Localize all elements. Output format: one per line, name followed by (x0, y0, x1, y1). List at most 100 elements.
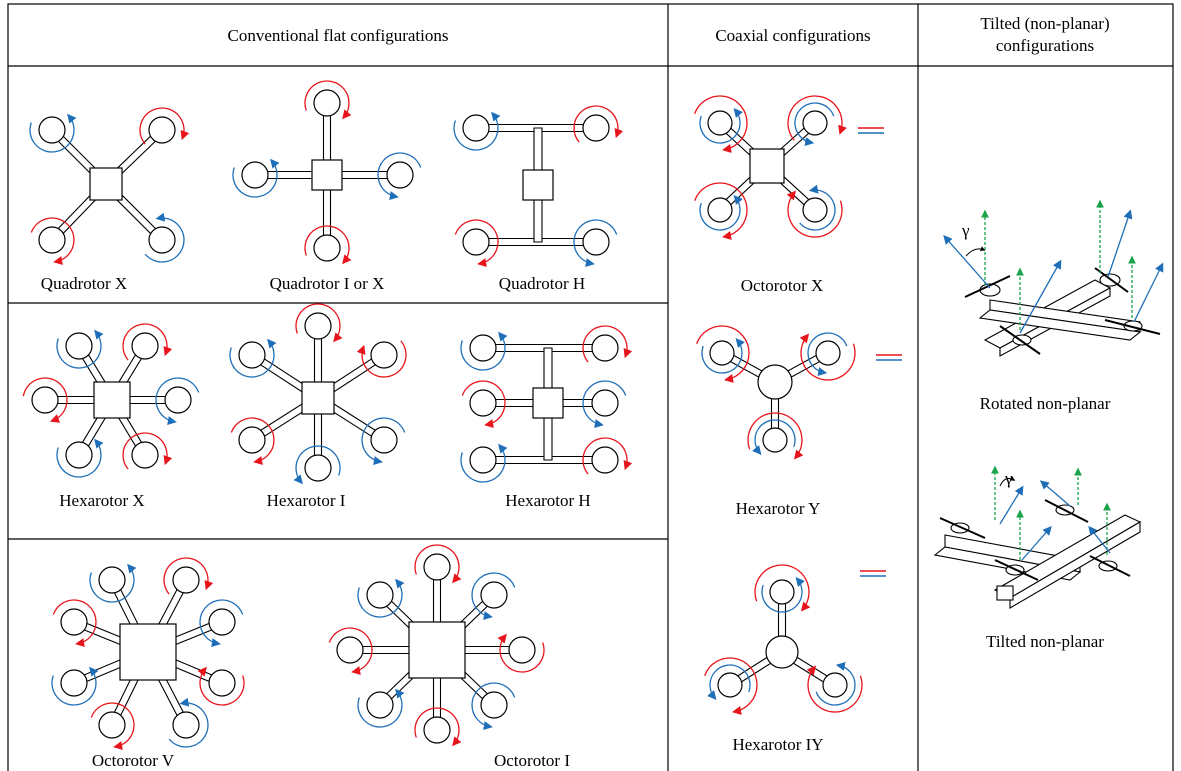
ccw-rotation-arrow (56, 329, 104, 369)
ccw-rotation-arrow (799, 184, 836, 231)
cw-rotation-arrow (799, 333, 856, 381)
label-tilted-non-planar: Tilted non-planar (986, 632, 1104, 651)
frame-hub (311, 159, 343, 191)
rotor (131, 332, 159, 360)
rotor (313, 234, 341, 262)
cw-rotation-arrow (704, 657, 758, 715)
quadrotor-i-diagram (232, 80, 422, 265)
cw-rotation-arrow (30, 217, 75, 266)
rotor (60, 608, 88, 636)
rotor (582, 114, 610, 142)
rotor (370, 426, 398, 454)
rotor (822, 672, 848, 698)
label-coaxial-hexarotor-iy: Hexarotor IY (732, 735, 823, 754)
cw-rotation-arrow (582, 325, 633, 363)
label-coaxial-octorotor-x: Octorotor X (741, 276, 824, 295)
hexarotor-x-diagram (22, 323, 200, 478)
ccw-rotation-arrow (357, 578, 405, 618)
rotor (423, 716, 451, 744)
cw-rotation-arrow (786, 190, 843, 238)
ccw-rotation-arrow (471, 572, 516, 621)
ccw-rotation-arrow (699, 195, 743, 231)
gamma-label-tilted: γ (1004, 469, 1013, 488)
ccw-rotation-arrow (453, 111, 501, 151)
rotor (462, 228, 490, 256)
ccw-rotation-arrow (293, 445, 341, 485)
hexarotor-h-diagram (460, 325, 633, 483)
cw-rotation-arrow (806, 665, 863, 713)
ccw-rotation-arrow (51, 666, 99, 706)
label-hexarotor-h: Hexarotor H (505, 491, 590, 510)
rotor (304, 312, 332, 340)
ccw-rotation-arrow (155, 377, 200, 426)
rotor (208, 608, 236, 636)
rotor (65, 332, 93, 360)
coaxial-equals-symbol (858, 127, 902, 577)
coaxial-hexarotor-y-diagram (696, 325, 856, 460)
rotor (423, 553, 451, 581)
label-hexarotor-i: Hexarotor I (267, 491, 346, 510)
rotor (480, 581, 508, 609)
rotor (38, 116, 66, 144)
rotor (709, 340, 735, 366)
header-tilted-line2: configurations (996, 36, 1094, 55)
cw-rotation-arrow (328, 627, 373, 676)
cw-rotation-arrow (52, 599, 97, 648)
ccw-rotation-arrow (761, 577, 805, 613)
ccw-rotation-arrow (460, 331, 508, 371)
label-quadrotor-i: Quadrotor I or X (270, 274, 385, 293)
cw-rotation-arrow (747, 412, 804, 460)
rotor (386, 161, 414, 189)
ccw-rotation-arrow (232, 158, 280, 198)
rotor (38, 226, 66, 254)
ccw-rotation-arrow (29, 113, 77, 153)
cw-rotation-arrow (197, 666, 245, 706)
rotor (238, 426, 266, 454)
rotor (208, 669, 236, 697)
cw-rotation-arrow (139, 107, 190, 145)
coaxial-octorotor-x-diagram (694, 95, 847, 240)
ccw-rotation-arrow (699, 108, 743, 144)
header-tilted-line1: Tilted (non-planar) (980, 14, 1109, 33)
rotor (238, 341, 266, 369)
cw-rotation-arrow (356, 340, 407, 378)
rotor (802, 197, 828, 223)
rotor (98, 711, 126, 739)
frame-hub (119, 623, 177, 681)
octorotor-v-diagram (51, 557, 245, 751)
ccw-rotation-arrow (144, 212, 185, 263)
cw-rotation-arrow (414, 544, 462, 584)
label-hexarotor-x: Hexarotor X (59, 491, 144, 510)
cw-rotation-arrow (414, 707, 462, 747)
cw-rotation-arrow (304, 225, 352, 265)
cw-rotation-arrow (754, 564, 811, 612)
cw-rotation-arrow (295, 303, 343, 343)
rotor (370, 341, 398, 369)
rotor (469, 446, 497, 474)
ccw-rotation-arrow (573, 219, 618, 268)
ccw-rotation-arrow (361, 417, 406, 466)
ccw-rotation-arrow (701, 338, 745, 374)
rotor (769, 579, 795, 605)
header-flat: Conventional flat configurations (228, 26, 449, 45)
rotor (366, 581, 394, 609)
coaxial-hexarotor-iy-diagram (704, 564, 863, 715)
cw-rotation-arrow (497, 633, 545, 673)
label-quadrotor-x: Quadrotor X (41, 274, 127, 293)
frame-hub (765, 635, 799, 669)
rotor (304, 454, 332, 482)
cw-rotation-arrow (163, 557, 214, 595)
ccw-rotation-arrow (582, 380, 627, 429)
rotor (65, 441, 93, 469)
ccw-rotation-arrow (707, 664, 751, 700)
rotor (366, 691, 394, 719)
ccw-rotation-arrow (357, 688, 405, 728)
cw-rotation-arrow (122, 432, 173, 470)
ccw-rotation-arrow (199, 599, 244, 648)
cw-rotation-arrow (461, 380, 506, 429)
ccw-rotation-arrow (460, 443, 508, 483)
frame-hub (749, 148, 785, 184)
rotor (591, 334, 619, 362)
cw-rotation-arrow (304, 80, 352, 120)
frame-hub (532, 387, 564, 419)
